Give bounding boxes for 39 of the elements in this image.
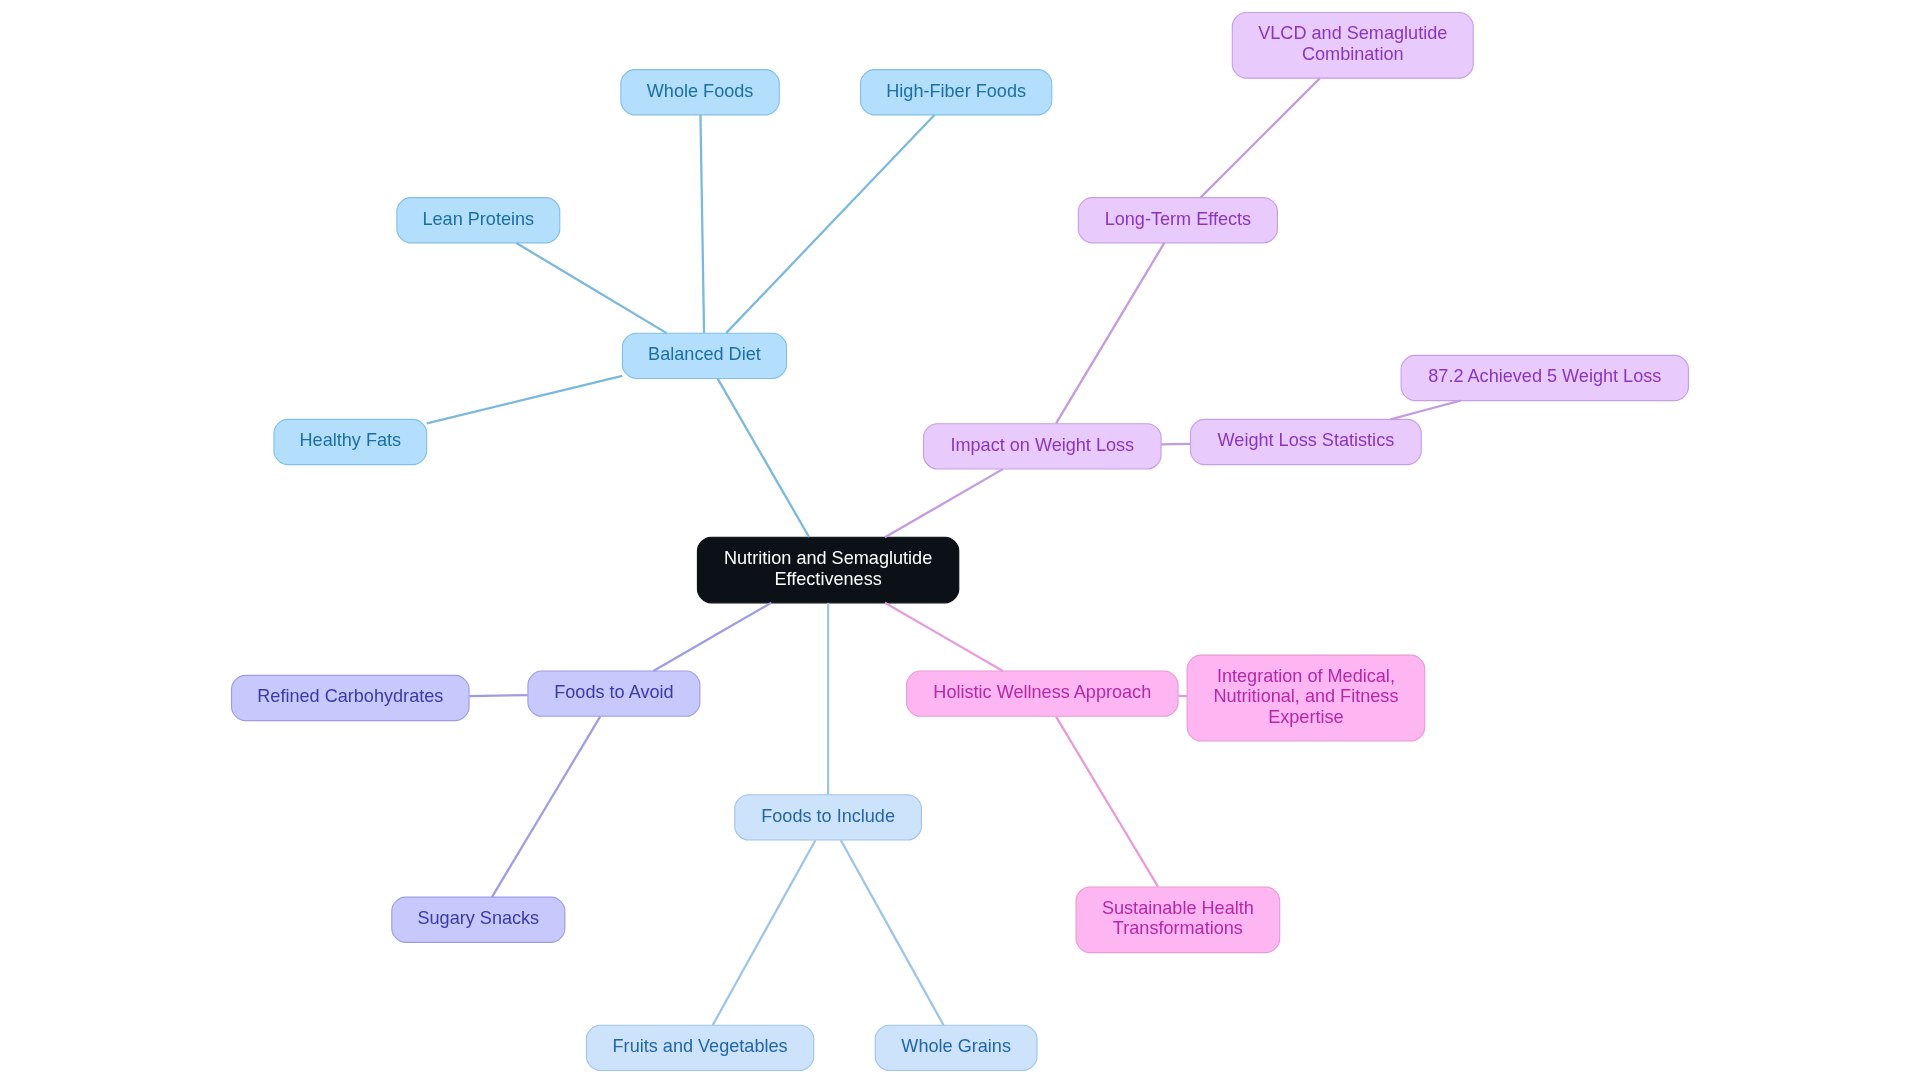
node-box: Nutrition and Semaglutide Effectiveness — [696, 536, 960, 604]
connector — [515, 242, 668, 335]
connector — [884, 468, 1004, 539]
node-box: Balanced Diet — [621, 332, 788, 380]
connector — [716, 378, 811, 538]
node-box: Foods to Include — [734, 794, 922, 841]
connector — [1178, 694, 1188, 698]
connector — [1199, 77, 1321, 199]
connector — [839, 839, 945, 1026]
node-box: Long-Term Effects — [1077, 197, 1278, 244]
node-box: Healthy Fats — [273, 418, 428, 466]
node-box: Refined Carbohydrates — [230, 674, 470, 722]
node-box: Impact on Weight Loss — [922, 423, 1162, 470]
connector — [490, 716, 602, 898]
node-box: Fruits and Vegetables — [585, 1024, 815, 1071]
node-box: 87.2 Achieved 5 Weight Loss — [1400, 354, 1690, 402]
connector — [884, 601, 1004, 672]
connector — [725, 114, 936, 334]
connector — [1161, 442, 1191, 446]
node-box: VLCD and Semaglutide Combination — [1231, 12, 1474, 79]
connector — [1055, 242, 1166, 424]
connector — [1055, 716, 1159, 888]
node-box: Lean Proteins — [396, 197, 561, 244]
connector — [426, 374, 623, 425]
connector — [826, 602, 830, 795]
node-box: Whole Grains — [874, 1024, 1038, 1071]
node-box: Sustainable Health Transformations — [1075, 886, 1281, 954]
node-box: Foods to Avoid — [527, 670, 701, 717]
node-box: High-Fiber Foods — [860, 69, 1053, 116]
node-box: Holistic Wellness Approach — [905, 670, 1179, 717]
connector — [1390, 399, 1461, 421]
connector — [469, 694, 528, 698]
node-box: Integration of Medical, Nutritional, and Fitness Expertise — [1186, 654, 1426, 742]
connector — [699, 114, 706, 333]
node-box: Weight Loss Statistics — [1189, 418, 1422, 466]
node-box: Whole Foods — [620, 69, 780, 116]
connector — [711, 839, 817, 1026]
connector — [652, 601, 772, 672]
node-box: Sugary Snacks — [391, 896, 566, 943]
